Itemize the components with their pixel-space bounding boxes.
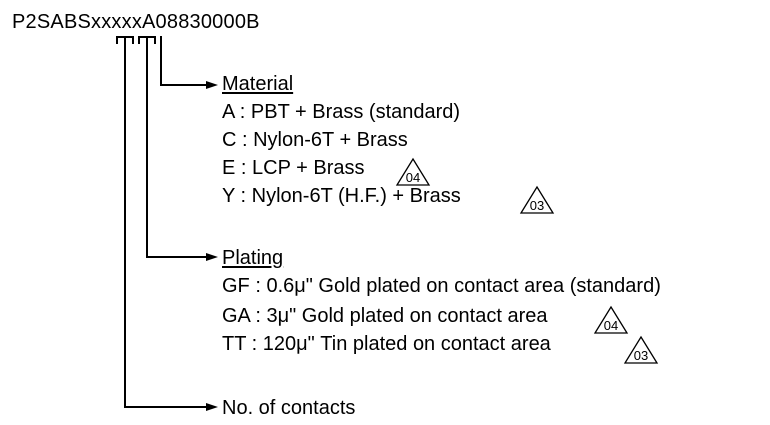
contacts-heading: No. of contacts	[222, 397, 356, 419]
material-heading: Material	[222, 73, 294, 95]
revision-label: 04	[406, 170, 420, 185]
revision-label: 04	[604, 318, 618, 333]
leader-contacts-horizontal	[124, 406, 208, 408]
part-number: P2SABSxxxxxA08830000B	[12, 11, 260, 33]
leader-plating-horizontal	[146, 256, 208, 258]
revision-label: 03	[530, 198, 544, 213]
bracket-tick-plating-left	[138, 36, 140, 44]
revision-triangle-icon: 04	[395, 157, 431, 186]
plating-heading: Plating	[222, 247, 284, 269]
revision-triangle-icon: 03	[623, 335, 659, 364]
revision-label: 03	[634, 348, 648, 363]
material-option-e: E : LCP + Brass	[222, 157, 365, 179]
plating-option-tt: TT : 120μ" Tin plated on contact area	[222, 333, 551, 355]
leader-material-vertical	[160, 38, 162, 86]
material-option-c: C : Nylon-6T + Brass	[222, 129, 408, 151]
plating-arrow-icon	[206, 253, 218, 261]
contacts-arrow-icon	[206, 403, 218, 411]
bracket-tick-plating-right	[154, 36, 156, 44]
bracket-tick-contacts-right	[132, 36, 134, 44]
bracket-tick-contacts-left	[116, 36, 118, 44]
material-option-a: A : PBT + Brass (standard)	[222, 101, 461, 123]
leader-contacts-vertical	[124, 38, 126, 408]
leader-plating-vertical	[146, 38, 148, 258]
bracket-bar-contacts	[116, 36, 134, 38]
material-option-y: Y : Nylon-6T (H.F.) + Brass	[222, 185, 461, 207]
revision-triangle-icon: 03	[519, 185, 555, 214]
bracket-bar-plating	[138, 36, 156, 38]
leader-material-horizontal	[160, 84, 208, 86]
material-arrow-icon	[206, 81, 218, 89]
plating-option-ga: GA : 3μ" Gold plated on contact area	[222, 305, 548, 327]
plating-option-gf: GF : 0.6μ" Gold plated on contact area (…	[222, 275, 661, 297]
revision-triangle-icon: 04	[593, 305, 629, 334]
